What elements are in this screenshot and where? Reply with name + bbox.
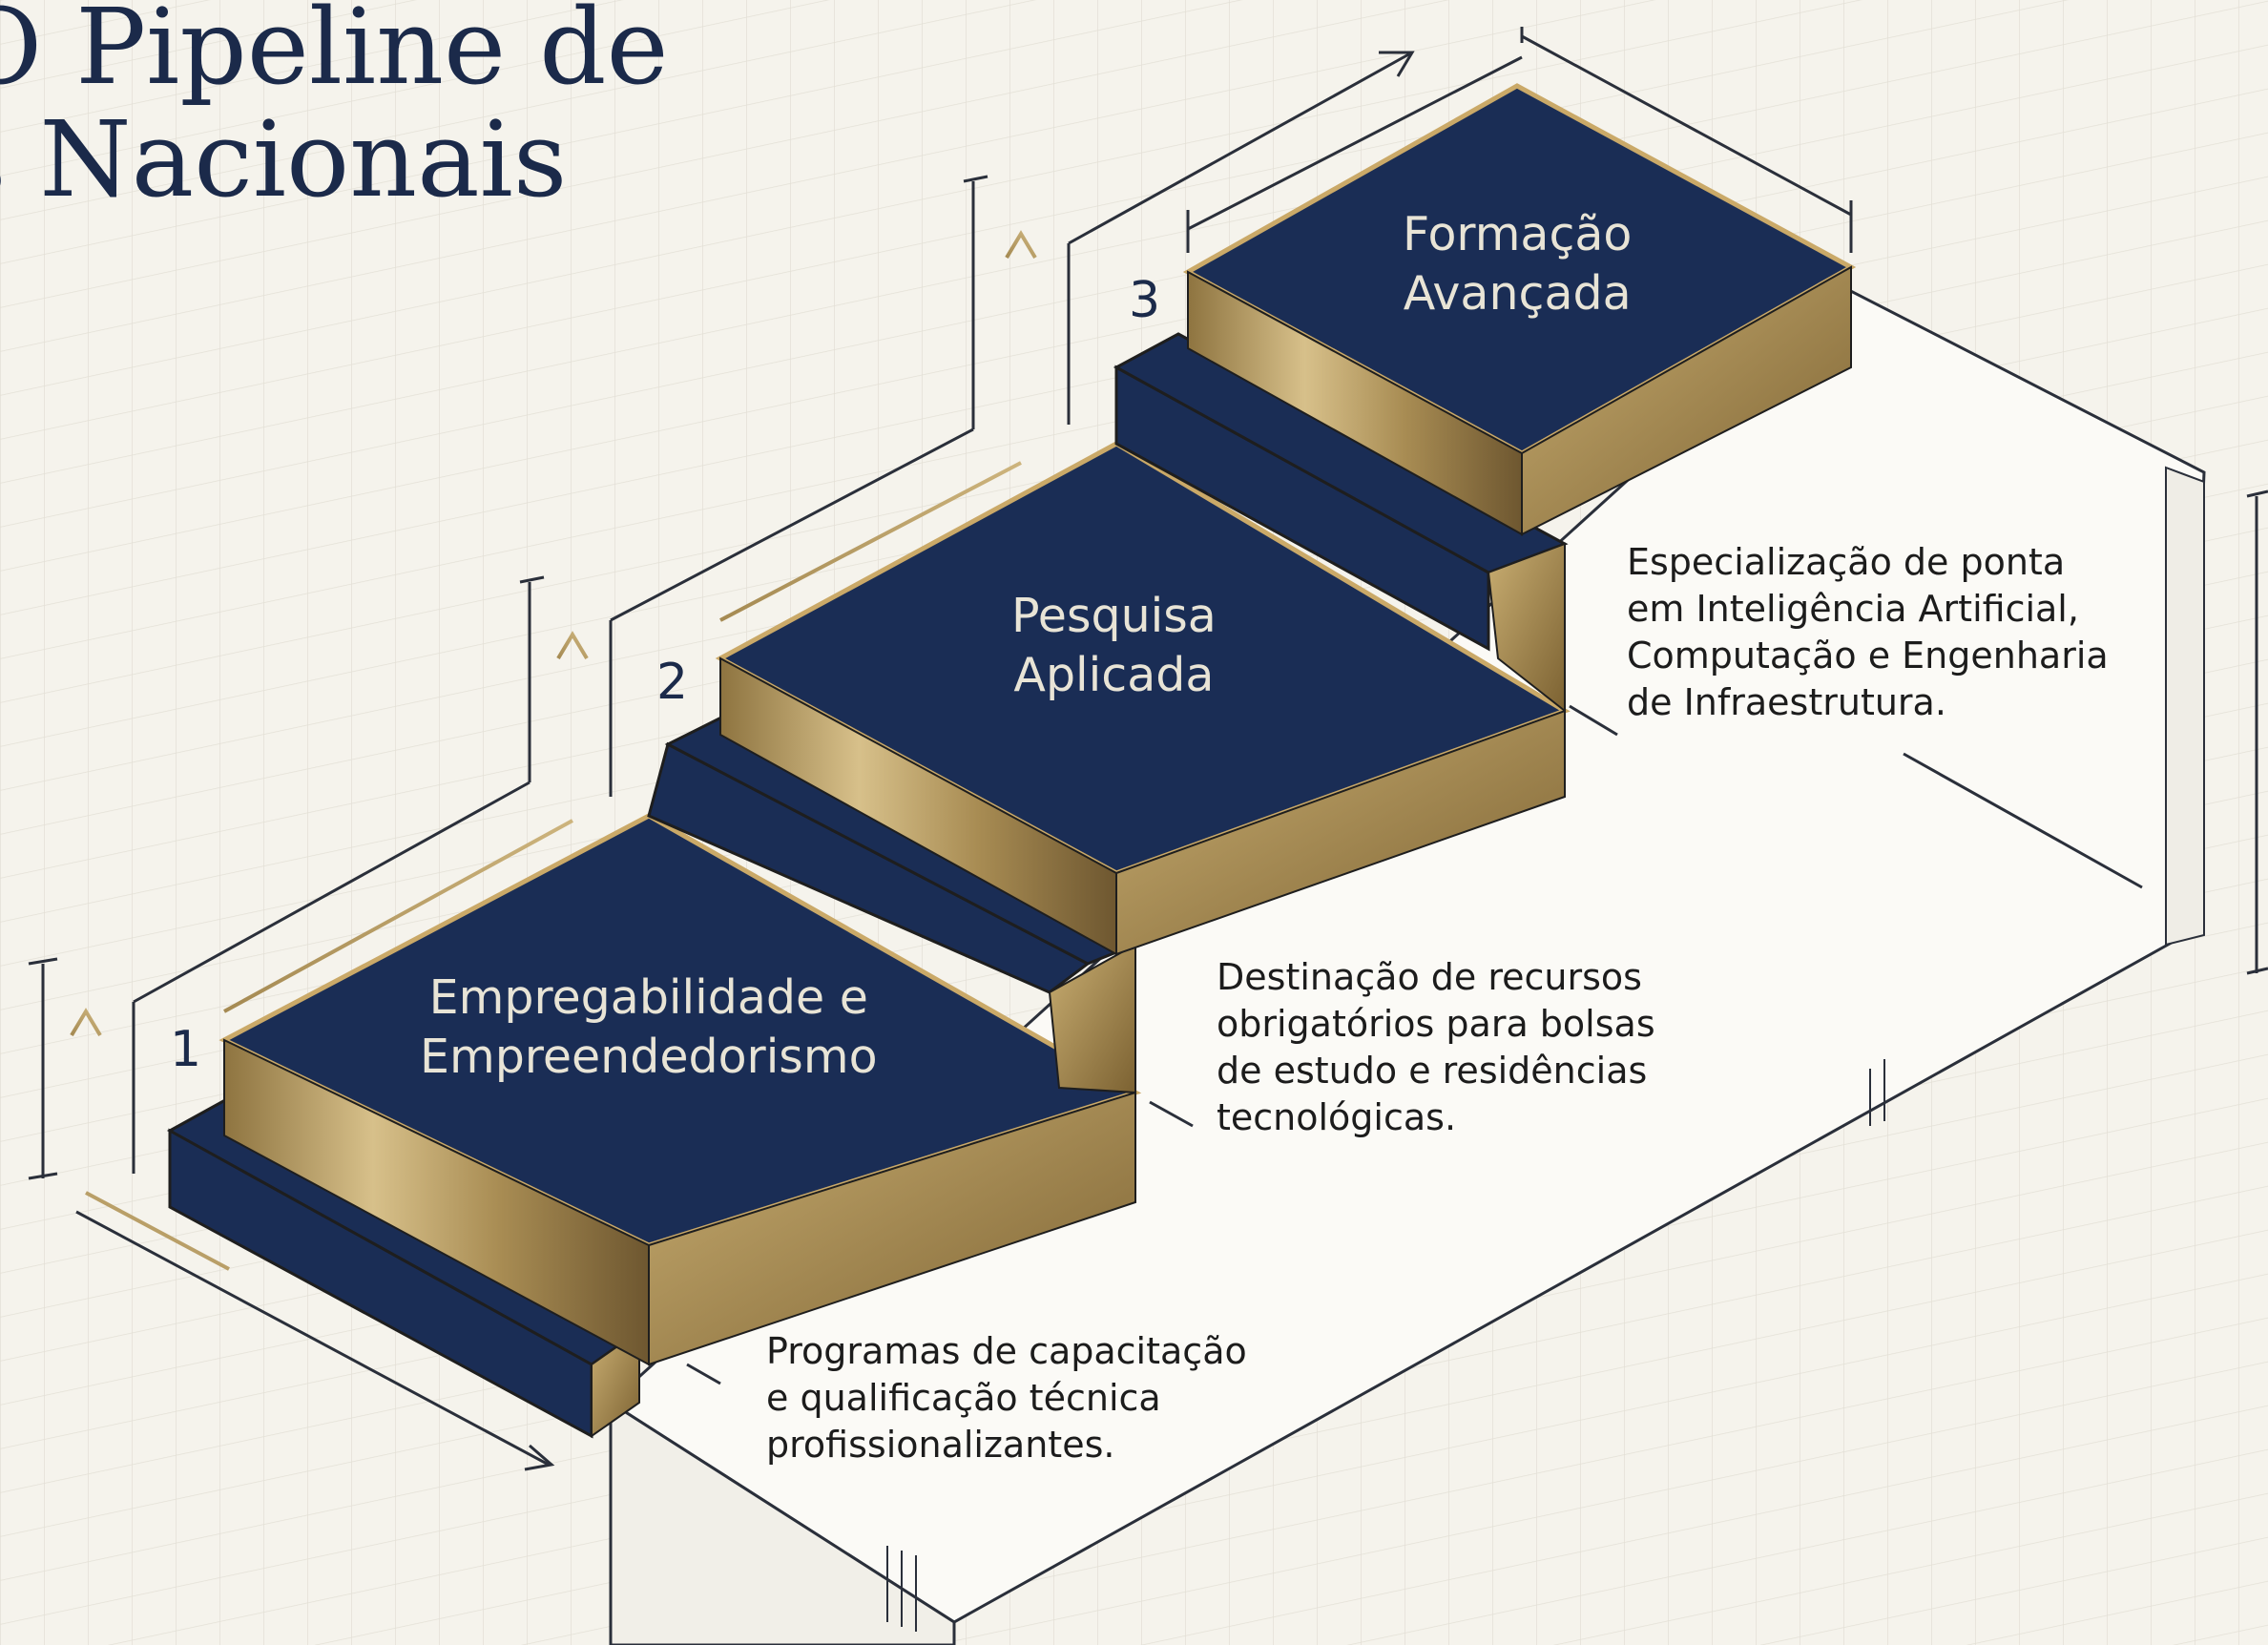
step-1-label: Empregabilidade e Empreendedorismo [420,968,878,1087]
step-1-description-line-2: e qualificação técnica [766,1377,1161,1419]
step-3-description-line-3: Computação e Engenharia [1627,635,2109,677]
step-2-description-line-1: Destinação de recursos [1217,956,1642,998]
dimension-lines [28,27,2268,1471]
step-2-label: Pesquisa Aplicada [1011,587,1217,705]
step-3-block [1182,83,1857,536]
step-1-block [166,813,1142,1439]
step-2-description: Destinação de recursos obrigatórios para… [1217,954,1655,1141]
step-3-description-line-2: em Inteligência Artificial, [1627,588,2079,630]
step-3-number: 3 [1129,272,1161,329]
step-2-label-line-2: Aplicada [1013,648,1215,702]
title-line-2: s Nacionais [0,98,568,220]
base-slab [608,284,2206,1645]
title-line-1: O Pipeline de [0,0,669,108]
step-1-label-line-2: Empreendedorismo [420,1030,878,1084]
step-1-description-line-3: profissionalizantes. [766,1424,1115,1466]
step-1-description-line-1: Programas de capacitação [766,1330,1247,1372]
step-1-number: 1 [170,1021,202,1078]
step-2-label-line-1: Pesquisa [1011,589,1217,643]
step-3-description-line-1: Especialização de ponta [1627,541,2066,583]
step-1-label-line-1: Empregabilidade e [428,970,868,1025]
step-2-block [715,441,1571,956]
step-2-description-line-4: tecnológicas. [1217,1096,1457,1138]
steps-2-3 [1113,332,1569,714]
step-1-description: Programas de capacitação e qualificação … [766,1328,1247,1468]
step-2-number: 2 [656,654,689,711]
steps-1-2 [647,714,1139,1094]
step-3-label-line-1: Formação [1403,207,1633,261]
step-3-description-line-4: de Infraestrutura. [1627,681,1946,723]
step-2-description-line-3: de estudo e residências [1217,1050,1648,1092]
pipeline-arrows [70,230,1037,1271]
page-title: O Pipeline de s Nacionais [0,0,669,216]
step-2-description-line-2: obrigatórios para bolsas [1217,1003,1655,1045]
step-3-label: Formação Avançada [1403,205,1632,323]
step-3-label-line-2: Avançada [1403,266,1632,321]
step-3-description: Especialização de ponta em Inteligência … [1627,539,2109,726]
